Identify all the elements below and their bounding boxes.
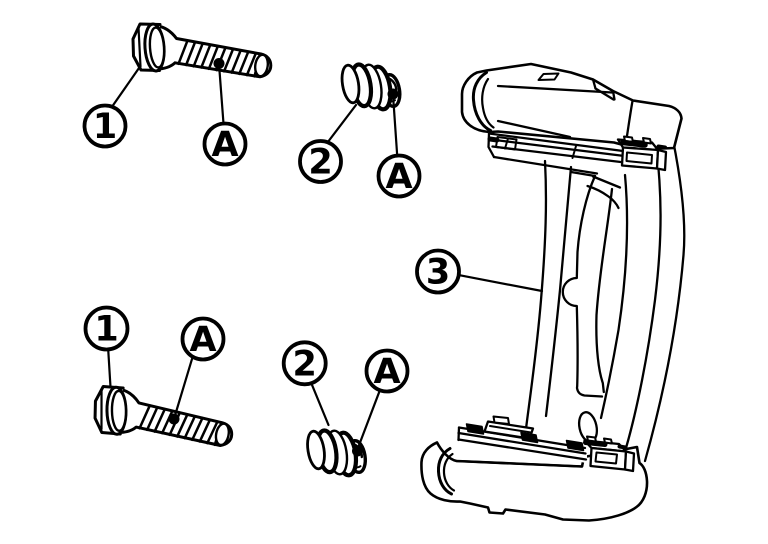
callout-a-lower-boot: A <box>364 348 410 394</box>
callout-a-upper-bolt-label: A <box>211 125 238 165</box>
grease-point-dot-callout-a-lower-boot <box>352 445 363 457</box>
callout-2-lower-label: 2 <box>293 345 317 385</box>
callout-2-upper: 2 <box>298 139 343 184</box>
leader-line-callout-a-lower-bolt <box>174 355 194 415</box>
leader-line-callout-3 <box>457 274 544 293</box>
callout-a-lower-boot-label: A <box>373 352 400 392</box>
callout-2-upper-label: 2 <box>308 143 332 183</box>
leader-line-callout-a-upper-bolt <box>218 66 225 125</box>
callout-1-lower-label: 1 <box>94 310 118 350</box>
caliper-torque-member <box>420 62 686 522</box>
callout-1-upper: 1 <box>82 103 128 149</box>
grease-point-dot-callout-a-upper-bolt <box>213 58 225 69</box>
callout-2-lower: 2 <box>281 340 328 387</box>
callout-1-lower: 1 <box>83 305 130 352</box>
callout-1-upper-label: 1 <box>93 107 117 147</box>
leader-line-callout-a-lower-boot <box>357 389 381 447</box>
leader-line-callout-a-upper-boot <box>392 97 399 157</box>
grease-point-dot-callout-a-upper-boot <box>387 88 399 100</box>
top-pad-rail <box>487 132 668 175</box>
leader-line-callout-1-lower <box>107 348 112 389</box>
callout-a-upper-bolt: A <box>202 121 248 167</box>
leader-line-callout-1-upper <box>110 66 141 108</box>
leader-lines <box>107 58 544 457</box>
callout-a-upper-boot-label: A <box>385 157 412 197</box>
callout-a-upper-boot: A <box>376 153 422 199</box>
leader-line-callout-2-lower <box>310 382 330 427</box>
callout-a-lower-bolt-label: A <box>189 320 216 360</box>
callout-3-label: 3 <box>426 253 450 293</box>
callout-3: 3 <box>415 248 461 295</box>
leader-line-callout-2-upper <box>326 103 358 144</box>
bottom-pad-rail <box>457 415 636 473</box>
torque-member-column <box>523 138 686 463</box>
callout-a-lower-bolt: A <box>180 316 226 362</box>
grease-point-dot-callout-a-lower-bolt <box>168 413 180 425</box>
